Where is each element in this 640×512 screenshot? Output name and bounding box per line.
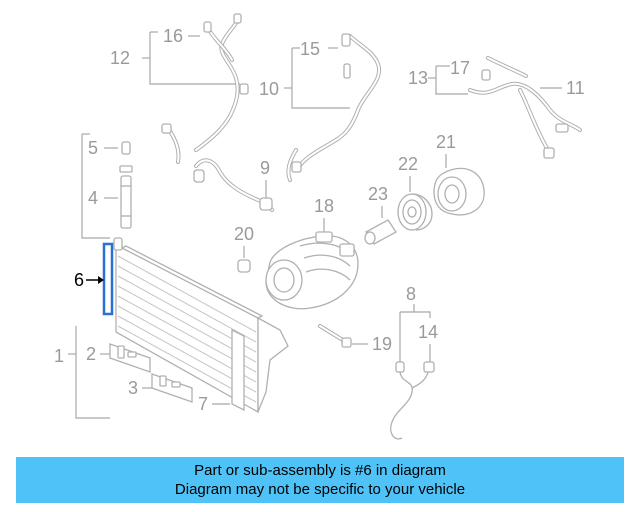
callout-4[interactable]: 4 [88, 188, 98, 208]
banner-line-disclaimer: Diagram may not be specific to your vehi… [174, 481, 466, 498]
bracket-10-15 [284, 47, 350, 109]
part-23 [364, 219, 397, 245]
info-banner: Part or sub-assembly is #6 in diagram Di… [16, 457, 624, 503]
dryer-part-4-5 [119, 141, 133, 229]
condenser-side-strip-6 [102, 242, 114, 316]
clutch-part-22 [397, 193, 433, 231]
parts-diagram: 16 12 15 10 9 [54, 13, 585, 440]
hose-part-9 [193, 158, 274, 212]
bracket-12-16 [142, 31, 240, 85]
callout-17[interactable]: 17 [450, 58, 470, 78]
hose-part-10 [286, 33, 382, 182]
callout-8[interactable]: 8 [406, 284, 416, 304]
bracket-13-17 [428, 65, 468, 95]
callout-11[interactable]: 11 [566, 78, 585, 98]
part-20 [237, 259, 251, 273]
leader-6-arrowhead [98, 276, 104, 284]
callout-5[interactable]: 5 [88, 138, 98, 158]
bracket-part-3 [151, 373, 193, 403]
callout-20[interactable]: 20 [234, 224, 254, 244]
condenser-part-1 [113, 237, 289, 414]
callout-7[interactable]: 7 [198, 394, 208, 414]
callout-16[interactable]: 16 [163, 26, 183, 46]
callout-9[interactable]: 9 [260, 158, 270, 178]
bracket-1 [68, 326, 110, 419]
callout-18[interactable]: 18 [314, 196, 334, 216]
callout-14[interactable]: 14 [418, 322, 438, 342]
callout-13[interactable]: 13 [408, 68, 428, 88]
bracket-part-2 [109, 343, 151, 373]
callout-6[interactable]: 6 [74, 270, 84, 290]
callout-2[interactable]: 2 [86, 344, 96, 364]
callout-23[interactable]: 23 [368, 184, 388, 204]
callout-22[interactable]: 22 [398, 154, 418, 174]
callout-12[interactable]: 12 [110, 48, 130, 68]
pulley-part-21 [433, 167, 485, 216]
harness-part-8 [390, 361, 435, 440]
callout-15[interactable]: 15 [300, 39, 320, 59]
hose-part-12 [161, 13, 249, 164]
hose-part-11 [468, 56, 582, 159]
callout-21[interactable]: 21 [436, 132, 456, 152]
bracket-8-14 [399, 304, 431, 362]
callout-19[interactable]: 19 [372, 334, 392, 354]
bolt-part-19 [318, 324, 352, 348]
bracket-4-5 [81, 133, 110, 239]
callout-1[interactable]: 1 [54, 346, 64, 366]
banner-line-part: Part or sub-assembly is #6 in diagram [194, 462, 446, 479]
callout-10[interactable]: 10 [259, 79, 279, 99]
compressor-part-18 [265, 231, 359, 310]
callout-3[interactable]: 3 [128, 378, 138, 398]
